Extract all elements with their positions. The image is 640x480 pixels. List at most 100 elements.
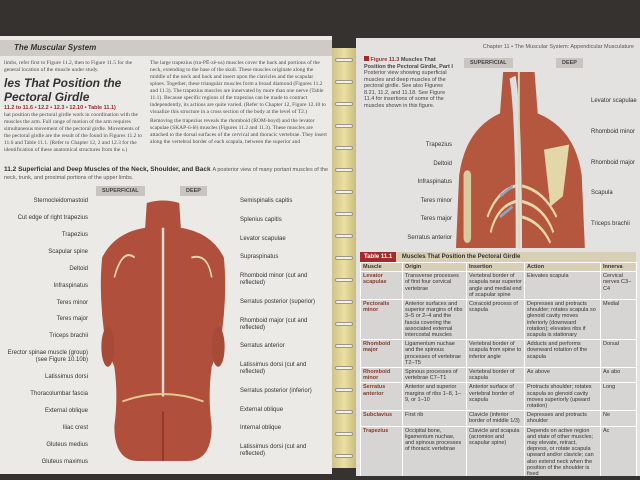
table-cell: Subclavius (360, 410, 403, 427)
label: Serratus anterior (407, 234, 452, 241)
table-cell: Rhomboid major (360, 339, 403, 369)
table-cell: Occipital bone, ligamentum nuchae, and s… (402, 425, 467, 476)
label: External oblique (44, 408, 88, 415)
paragraph-3: Removing the trapezius reveals the rhomb… (150, 118, 327, 145)
label: Serratus posterior (inferior) (240, 387, 312, 394)
label: Rhomboid major (591, 159, 636, 166)
shoulder-muscles-illustration (456, 72, 585, 248)
table-cell: Dorsal (600, 339, 637, 369)
labels-right-column: Semispinalis capitis Splenius capitis Le… (240, 198, 328, 458)
table-number: Table 11.1 (360, 252, 397, 262)
label: Triceps brachii (49, 333, 88, 340)
back-muscles-illustration (100, 200, 226, 462)
tag-deep: DEEP (556, 58, 583, 68)
table-cell: Clavicle and scapula (acromion and scapu… (466, 425, 525, 476)
table-cell: Anterior and superior margins of ribs 1–… (402, 382, 467, 412)
label: Deltoid (433, 160, 452, 167)
figure-caption: A posterior view of many portant muscles… (4, 167, 329, 181)
table-cell: Ne (600, 410, 637, 427)
figure-marker-icon (364, 56, 369, 61)
label: Serratus posterior (superior) (240, 298, 316, 305)
table-cell: As abo (600, 367, 637, 384)
figure-caption: Posterior view showing superficial muscl… (364, 70, 447, 109)
table-cell: Trapezius (360, 425, 403, 476)
right-text-column: The large trapezius (tra-PĒ-zē-us) muscl… (150, 60, 328, 146)
left-page: The Muscular System limbs, refer first t… (0, 36, 332, 474)
table-cell: Coracoid process of scapula (466, 299, 525, 341)
tag-superficial: SUPERFICIAL (464, 58, 513, 68)
label: Internal oblique (240, 425, 282, 432)
table-cell: Adducts and performs downward rotation o… (524, 339, 601, 369)
table: Muscle Origin Insertion Action Innerva L… (360, 261, 637, 476)
column-header: Muscle (360, 261, 403, 273)
table-cell: Vertebral border of scapula near superio… (466, 271, 525, 301)
label: Gluteus medius (46, 441, 88, 448)
tag-superficial: SUPERFICIAL (96, 186, 145, 196)
table-cell: Ac (600, 425, 637, 476)
label: Latissimus dorsi (cut and reflected) (240, 362, 307, 375)
table-cell: As above (524, 367, 601, 384)
table-cell: Pectoralis minor (360, 299, 403, 341)
right-page: Chapter 11 • The Muscular System: Append… (356, 38, 640, 476)
label: Serratus anterior (240, 343, 285, 350)
label: Scapula (591, 190, 613, 197)
table-header-row: Muscle Origin Insertion Action Innerva (360, 261, 637, 273)
label: Infraspinatus (53, 282, 88, 289)
section-refs: 11.2 to 11.6 • 12.2 • 12.3 • 12.10 • Tab… (4, 105, 116, 111)
right-figure-labels-right: Levator scapulae Rhomboid minor Rhomboid… (591, 98, 639, 228)
table-cell: Ligamentum nuchae and the spinous proces… (402, 339, 467, 369)
label: Triceps brachii (591, 221, 630, 227)
table-caption: Table 11.1 Muscles That Position the Pec… (360, 252, 636, 262)
label: Rhomboid major (cut and reflected) (240, 317, 308, 331)
table-cell: Vertebral border of scapula (466, 367, 525, 384)
label: Trapezius (425, 142, 452, 148)
intro-text: limbs, refer first to Figure 11.2, then … (4, 60, 133, 73)
figure-title-text: 11.2 Superficial and Deep Muscles of the… (4, 166, 211, 173)
left-text-column: limbs, refer first to Figure 11.2, then … (4, 60, 144, 154)
label: Iliac crest (62, 424, 88, 431)
table-cell: Anterior surfaces and superior margins o… (402, 299, 467, 341)
table-cell: Serratus anterior (360, 382, 403, 412)
label: Thoracolumbar fascia (30, 391, 88, 398)
table-cell: Vertebral border of scapula from spine t… (466, 339, 525, 369)
table-cell: Depresses and protracts shoulder (524, 410, 601, 427)
right-figure-labels-left: Trapezius Deltoid Infraspinatus Teres mi… (386, 142, 452, 242)
figure-title: Muscles That Position the Pectoral Girdl… (364, 57, 453, 70)
table-cell: Transverse processes of first four cervi… (402, 271, 467, 301)
label: Teres major (56, 316, 88, 323)
table-cell: Elevates scapula (524, 271, 601, 301)
label: Erector spinae muscle (group) (see Figur… (7, 350, 88, 364)
table-cell: Anterior surface of vertebral border of … (466, 382, 525, 412)
table-cell: Levator scapulae (360, 271, 403, 301)
table-title: Muscles That Position the Pectoral Girdl… (401, 254, 521, 260)
label: Latissimus dorsi (44, 374, 88, 381)
label: Levator scapulae (591, 98, 637, 104)
label: Splenius capitis (240, 216, 282, 223)
column-header: Insertion (466, 261, 525, 273)
section-title: les That Position the Pectoral Girdle (4, 76, 122, 104)
table-cell: Spinous processes of vertebrae C7–T1 (402, 367, 467, 384)
page-header: The Muscular System (0, 40, 332, 56)
label: Infraspinatus (417, 179, 452, 186)
table-cell: Cervical nerves C3–C4 (600, 271, 637, 301)
table-cell: Medial (600, 299, 637, 341)
spiral-binding (332, 48, 356, 468)
figure-title: 11.2 Superficial and Deep Muscles of the… (4, 166, 328, 182)
label: Sternocleidomastoid (33, 198, 88, 204)
table-cell: Clavicle (inferior border of middle 1/3) (466, 410, 525, 427)
column-header: Innerva (600, 261, 637, 273)
label: Latissimus dorsi (cut and reflected) (240, 444, 307, 457)
label: Supraspinatus (240, 254, 279, 261)
table-cell: Depends on active region and state of ot… (524, 425, 601, 476)
label: Teres major (420, 216, 452, 223)
muscle-table: Table 11.1 Muscles That Position the Pec… (360, 252, 637, 476)
label: Trapezius (61, 231, 88, 238)
figure-number: Figure 11.3 (370, 57, 400, 63)
table-cell: Rhomboid minor (360, 367, 403, 384)
